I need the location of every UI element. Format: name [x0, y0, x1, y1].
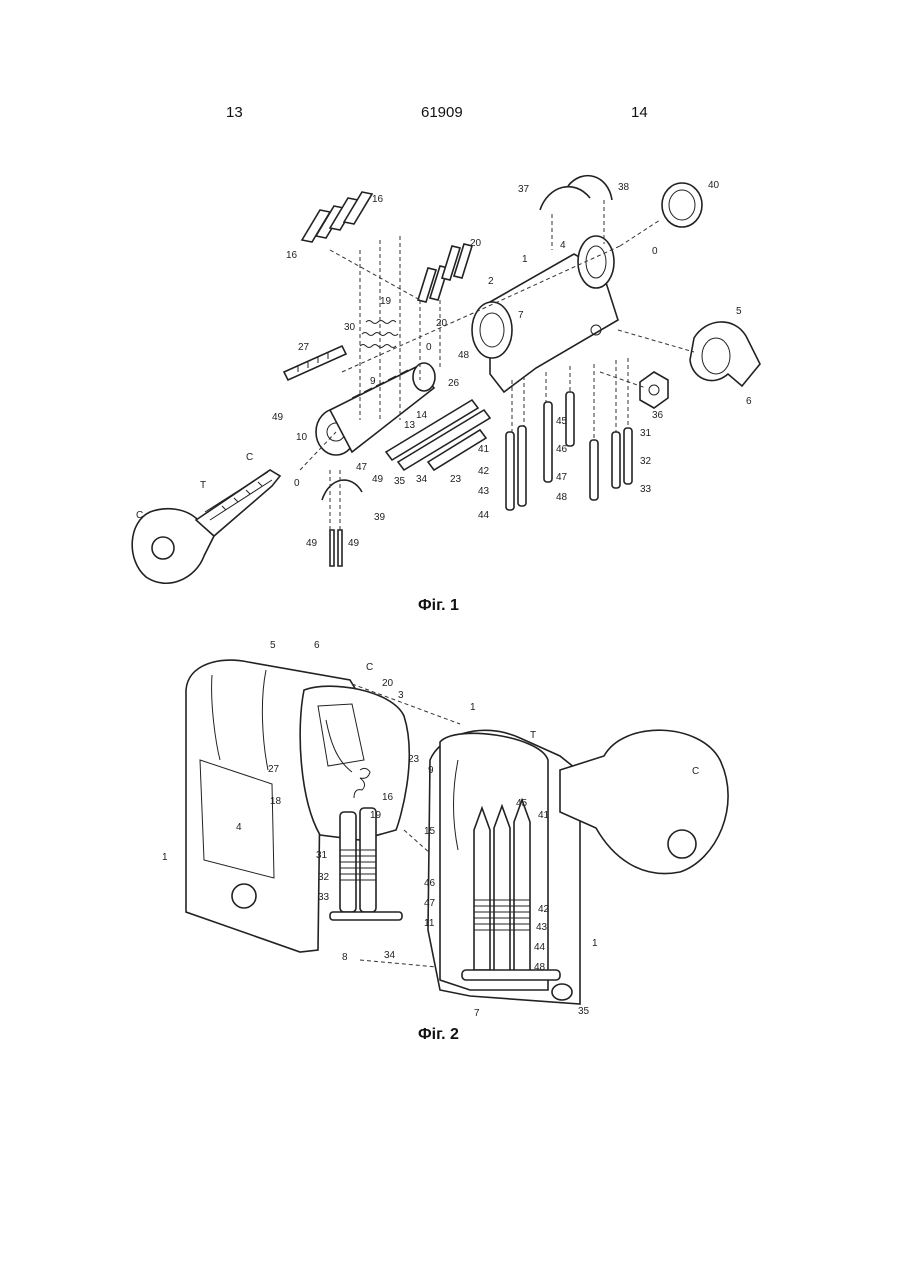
reference-numeral: 35 — [394, 476, 406, 487]
reference-numeral: 30 — [344, 322, 356, 333]
reference-numeral: 38 — [618, 182, 630, 193]
reference-numeral: 41 — [478, 444, 490, 455]
reference-numeral: 27 — [298, 342, 310, 353]
reference-numeral: 1 — [522, 254, 528, 265]
reference-numeral: 36 — [652, 410, 664, 421]
reference-numeral: 16 — [372, 194, 384, 205]
reference-numeral: 45 — [556, 416, 568, 427]
reference-numeral: 47 — [556, 472, 568, 483]
reference-numeral: C — [136, 510, 143, 521]
reference-numeral: 32 — [640, 456, 652, 467]
reference-numeral: 49 — [272, 412, 284, 423]
reference-numeral: 6 — [746, 396, 752, 407]
reference-numeral: 49 — [372, 474, 384, 485]
reference-numeral: 48 — [556, 492, 568, 503]
reference-numeral: 37 — [518, 184, 530, 195]
reference-numeral: 23 — [450, 474, 462, 485]
figure-1-labels: 373840 161620 401 20219 7305 27048 9266 … — [136, 180, 752, 549]
reference-numeral: T — [200, 480, 206, 491]
figure-2-caption: Фіг. 2 — [418, 1026, 459, 1044]
reference-numeral: 19 — [380, 296, 392, 307]
reference-numeral: 5 — [736, 306, 742, 317]
reference-numeral: 0 — [294, 478, 300, 489]
reference-numeral: 10 — [296, 432, 308, 443]
reference-numeral: 42 — [478, 466, 490, 477]
reference-numeral: 49 — [306, 538, 318, 549]
reference-numeral: 20 — [436, 318, 448, 329]
reference-numeral: 2 — [488, 276, 494, 287]
figure-1-caption: Фіг. 1 — [418, 597, 459, 615]
reference-numeral: 31 — [640, 428, 652, 439]
cylinder-body-drawing — [472, 236, 618, 392]
reference-numeral: 4 — [560, 240, 566, 251]
reference-numeral: 0 — [426, 342, 432, 353]
reference-numeral: 0 — [652, 246, 658, 257]
reference-numeral: 40 — [708, 180, 720, 191]
reference-numeral: 49 — [348, 538, 360, 549]
reference-numeral: 33 — [640, 484, 652, 495]
reference-numeral: 43 — [478, 486, 490, 497]
reference-numeral: 16 — [286, 250, 298, 261]
reference-numeral: 48 — [458, 350, 470, 361]
reference-numeral: 20 — [470, 238, 482, 249]
reference-numeral: 26 — [448, 378, 460, 389]
reference-numeral: 9 — [370, 376, 376, 387]
reference-numeral: 46 — [556, 444, 568, 455]
reference-numeral: 47 — [356, 462, 368, 473]
reference-numeral: 7 — [518, 310, 524, 321]
reference-numeral: C — [246, 452, 253, 463]
reference-numeral: 34 — [416, 474, 428, 485]
reference-numeral: 13 — [404, 420, 416, 431]
reference-numeral: 44 — [478, 510, 490, 521]
reference-numeral: 14 — [416, 410, 428, 421]
cam-drawing — [690, 322, 760, 386]
reference-numeral: 39 — [374, 512, 386, 523]
